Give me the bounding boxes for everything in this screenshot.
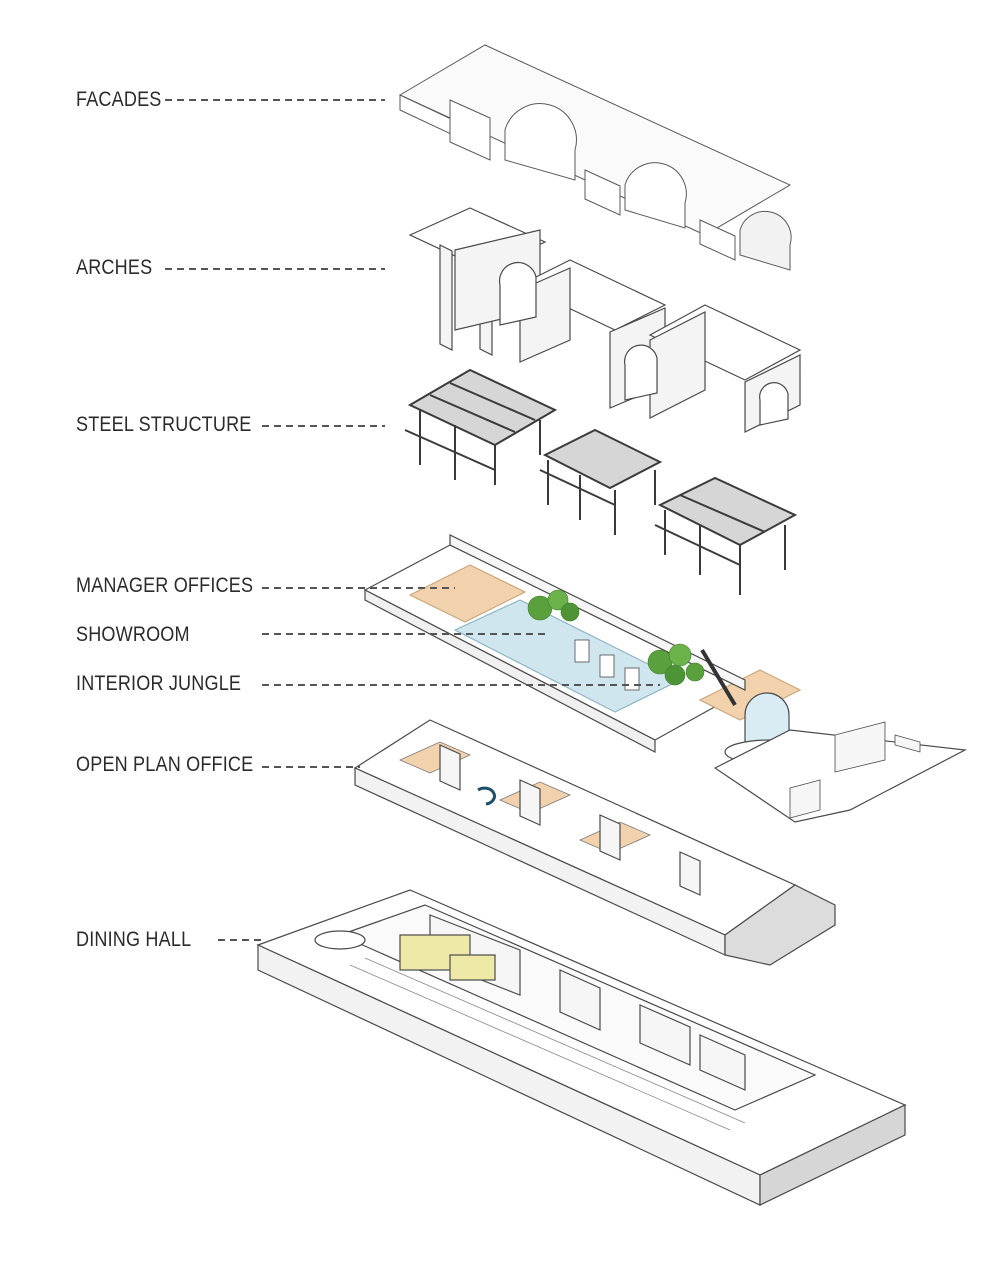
arch-pillar-1 [439, 244, 453, 351]
facade-arch-1 [504, 103, 577, 181]
dining-slab-side [759, 1104, 906, 1206]
arches-layer [408, 207, 802, 433]
ground-floor-front [364, 589, 656, 753]
label-open-plan-office: OPEN PLAN OFFICE [76, 753, 254, 776]
facade-arch-2 [624, 162, 687, 229]
arch-openings [498, 261, 789, 426]
facades-layer [398, 44, 792, 271]
office-partitions [439, 744, 701, 896]
manager-office-floor [408, 564, 527, 623]
entrance-arch [744, 692, 790, 746]
site-ground [713, 729, 968, 823]
dining-hall-layer [256, 889, 907, 1206]
site-fences [789, 721, 921, 819]
label-manager-offices: MANAGER OFFICES [76, 574, 254, 597]
steel-module-1 [404, 368, 558, 485]
facade-panel-4 [699, 219, 736, 261]
entrance-slide [700, 648, 737, 707]
label-facades: FACADES [76, 88, 162, 111]
dining-bar-block [449, 954, 496, 981]
steel-module-2 [539, 428, 663, 535]
steel-module-3 [654, 476, 798, 595]
leader-lines [165, 99, 660, 941]
office-spiral-stair [477, 786, 496, 806]
dining-stairs [349, 957, 746, 1131]
facade-panel-3 [584, 169, 621, 216]
label-arches: ARCHES [76, 256, 153, 279]
label-showroom: SHOWROOM [76, 623, 190, 646]
dining-round-stage [314, 930, 366, 950]
label-steel-structure: STEEL STRUCTURE [76, 413, 252, 436]
office-side-face [724, 884, 836, 966]
interior-jungle-trees [527, 589, 705, 686]
steel-structure-layer [404, 368, 798, 595]
open-plan-office-layer [353, 719, 836, 966]
label-dining-hall: DINING HALL [76, 928, 192, 951]
ground-floor-layer [363, 534, 968, 823]
facade-arch-3 [739, 210, 792, 271]
facade-panel-2 [449, 99, 491, 161]
label-interior-jungle: INTERIOR JUNGLE [76, 672, 242, 695]
